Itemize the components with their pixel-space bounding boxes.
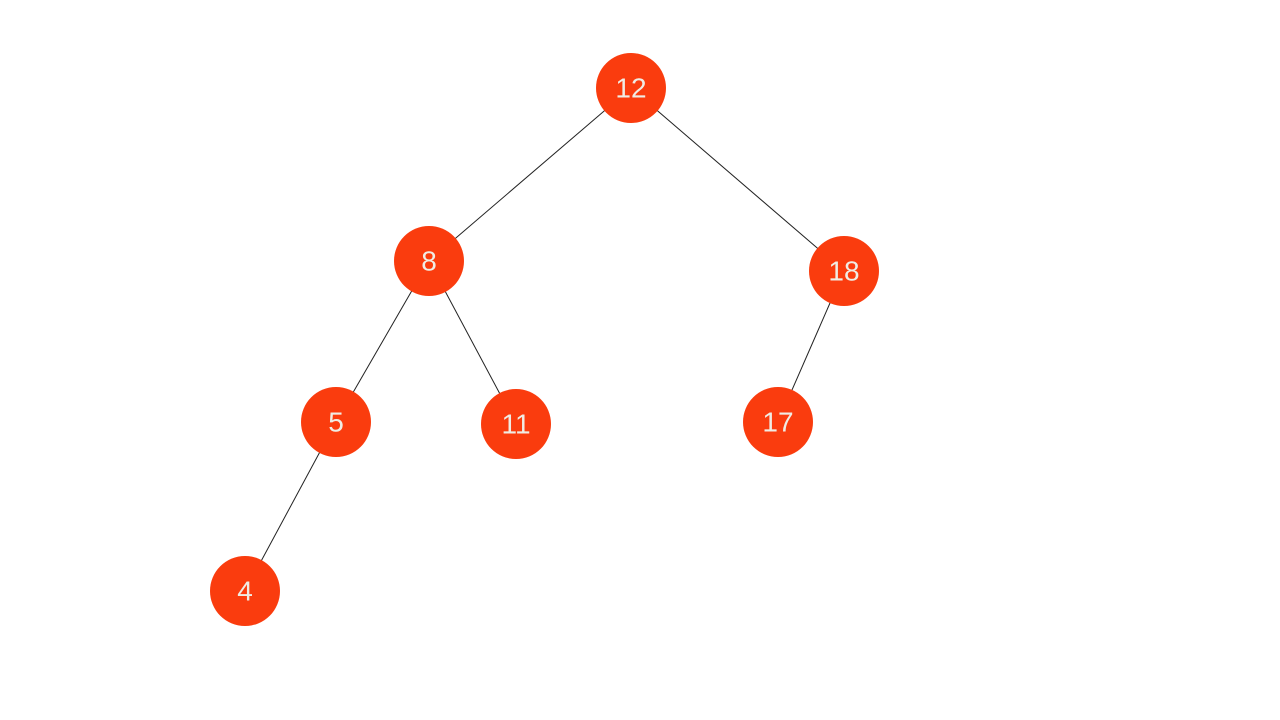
tree-node-11[interactable]: 11	[481, 389, 551, 459]
tree-node-17[interactable]: 17	[743, 387, 813, 457]
tree-node-5[interactable]: 5	[301, 387, 371, 457]
tree-node-12[interactable]: 12	[596, 53, 666, 123]
node-circle-8[interactable]	[394, 226, 464, 296]
node-circle-17[interactable]	[743, 387, 813, 457]
node-circle-4[interactable]	[210, 556, 280, 626]
tree-node-4[interactable]: 4	[210, 556, 280, 626]
edge-12-8	[428, 87, 632, 262]
node-circle-12[interactable]	[596, 53, 666, 123]
node-circle-5[interactable]	[301, 387, 371, 457]
tree-node-18[interactable]: 18	[809, 236, 879, 306]
node-circle-18[interactable]	[809, 236, 879, 306]
node-circle-11[interactable]	[481, 389, 551, 459]
edge-12-18	[630, 87, 845, 272]
tree-node-8[interactable]: 8	[394, 226, 464, 296]
